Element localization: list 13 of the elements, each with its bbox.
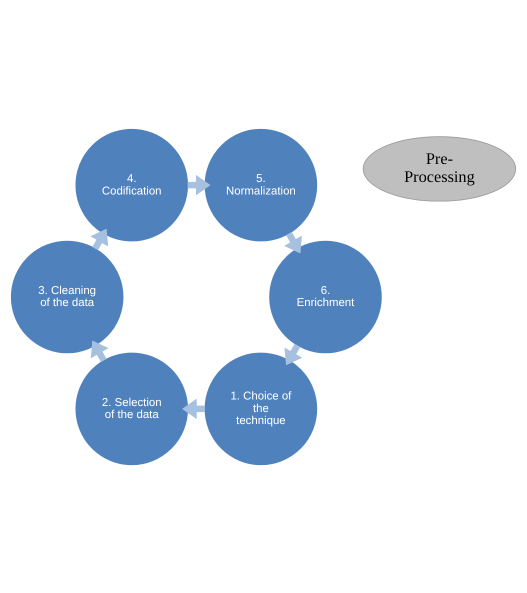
arrow xyxy=(284,343,302,365)
arrow xyxy=(90,228,108,250)
node-circle: 3. Cleaning of the data xyxy=(10,240,124,353)
arrow xyxy=(182,398,206,419)
node-circle: 4. Codification xyxy=(75,128,188,241)
node-circle: 1. Choice of the technique xyxy=(204,352,318,465)
node-circle: 6. Enrichment xyxy=(269,240,382,353)
node-circle: 5. Normalization xyxy=(204,128,318,241)
arrow xyxy=(284,231,302,253)
arrow xyxy=(90,340,109,362)
node-circle: 2. Selection of the data xyxy=(75,352,188,465)
node-ellipse: Pre-Processing xyxy=(362,136,516,202)
arrow xyxy=(188,174,211,195)
